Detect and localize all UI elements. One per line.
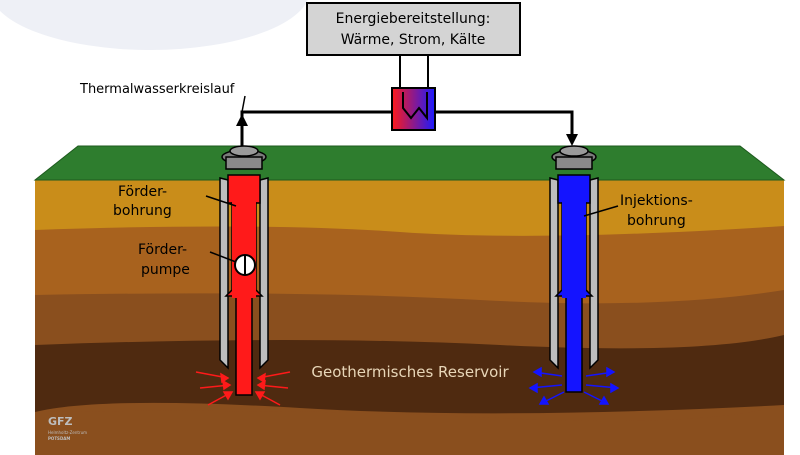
loop-pipe-right [435,110,574,140]
outflow-arrows-icon [528,366,620,405]
gfz-logo: GFZ Helmholtz-Zentrum POTSDAM [48,415,87,441]
svg-text:Helmholtz-Zentrum: Helmholtz-Zentrum [48,430,87,435]
pump-label-line1: Förder- [138,242,187,258]
inflow-arrows-icon [195,371,291,406]
loop-pipe-left [240,110,392,148]
heat-exchanger [391,87,436,131]
injection-label-line1: Injektions- [620,193,693,209]
pump-label-line2: pumpe [141,262,190,278]
arrow-down-icon [566,134,578,146]
energy-box [306,2,521,56]
ground-surface [33,145,786,181]
energy-box-line2: Wärme, Strom, Kälte [341,32,486,48]
reservoir-label: Geothermisches Reservoir [311,363,509,381]
injection-label-leader [583,205,619,217]
svg-text:POTSDAM: POTSDAM [48,436,70,441]
background-glow [0,0,308,50]
loop-label-leader [241,95,246,113]
soil-layer-4 [35,405,784,455]
injection-label-line2: bohrung [627,213,686,229]
production-label-line1: Förder- [118,184,167,200]
injection-well [549,145,599,393]
energy-box-line1: Energiebereitstellung: [336,11,491,27]
production-well [219,145,269,396]
heat-exchanger-coil-icon [402,92,428,121]
svg-text:GFZ: GFZ [48,415,73,428]
pump-label-leader [209,251,237,263]
arrow-up-icon [236,114,248,126]
production-label-line2: bohrung [113,203,172,219]
loop-label: Thermalwasserkreislauf [79,82,235,97]
production-label-leader [205,195,237,207]
